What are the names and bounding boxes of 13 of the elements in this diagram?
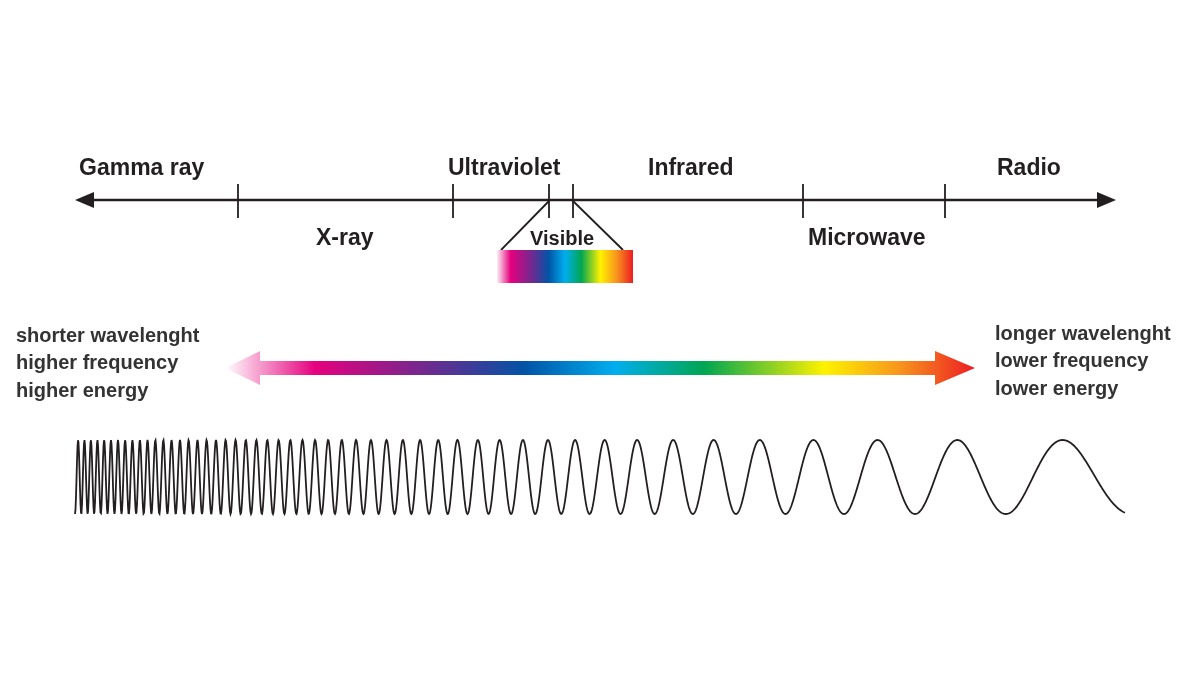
property-label: lower energy	[995, 378, 1119, 398]
property-label: lower frequency	[995, 350, 1149, 370]
band-label: X-ray	[316, 226, 374, 249]
property-label: shorter wavelenght	[16, 325, 200, 345]
band-label: Visible	[530, 228, 595, 248]
band-label: Radio	[997, 156, 1061, 179]
band-label: Infrared	[648, 156, 734, 179]
property-label: higher frequency	[16, 352, 179, 372]
band-label: Microwave	[808, 226, 926, 249]
property-label: higher energy	[16, 380, 149, 400]
band-label: Gamma ray	[79, 156, 205, 179]
property-label: longer wavelenght	[995, 323, 1171, 343]
band-label: Ultraviolet	[448, 156, 561, 179]
